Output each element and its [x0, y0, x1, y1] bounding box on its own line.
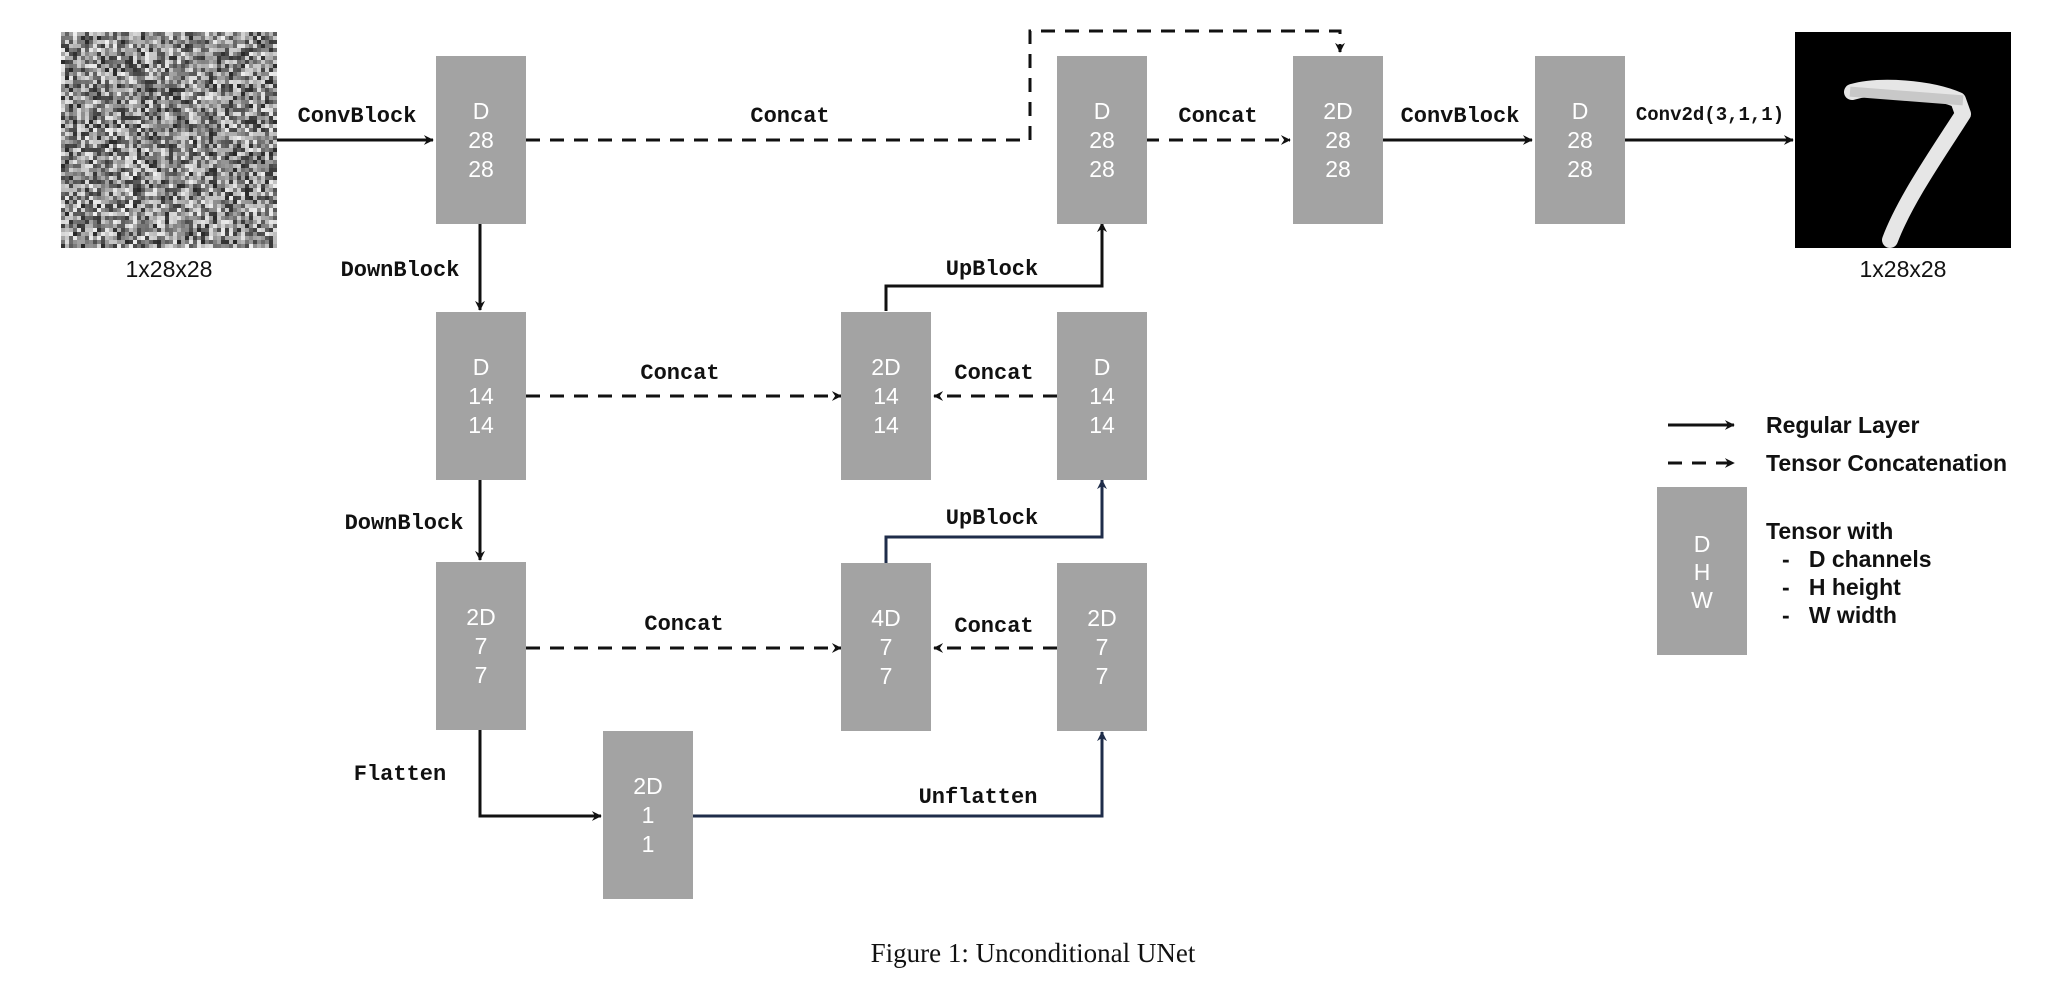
svg-text:4D: 4D	[871, 605, 900, 631]
tensor-enc2: D 14 14	[436, 312, 526, 480]
tensor-up1-concat: 4D 7 7	[841, 563, 931, 731]
upblock1-arrow	[884, 479, 1107, 563]
upblock2-label: UpBlock	[946, 257, 1038, 282]
skip-concat-top-arrow	[526, 29, 1345, 142]
svg-text:7: 7	[1096, 634, 1109, 660]
legend-regular-label: Regular Layer	[1766, 412, 1919, 438]
svg-text:14: 14	[468, 383, 494, 409]
tensor-enc3: 2D 7 7	[436, 562, 526, 730]
svg-text:28: 28	[1325, 156, 1351, 182]
svg-text:7: 7	[1096, 663, 1109, 689]
input-noise-image	[61, 32, 277, 248]
svg-text:D: D	[473, 98, 490, 124]
svg-text:14: 14	[1089, 383, 1115, 409]
output-digit-image	[1795, 32, 2011, 248]
tensor-out-concat: 2D 28 28	[1293, 56, 1383, 224]
downblock2-label: DownBlock	[345, 511, 464, 536]
svg-text:28: 28	[1089, 156, 1115, 182]
convblock-out-label: ConvBlock	[1401, 104, 1520, 129]
svg-text:D: D	[1094, 98, 1111, 124]
svg-text:1: 1	[642, 802, 655, 828]
svg-text:2D: 2D	[1323, 98, 1352, 124]
unflatten-arrow	[693, 731, 1107, 818]
legend: Regular Layer Tensor Concatenation D H W…	[1657, 412, 2007, 655]
svg-text:D: D	[473, 354, 490, 380]
concat-low-left-label: Concat	[644, 612, 723, 637]
tensor-up2-concat: 2D 14 14	[841, 312, 931, 480]
convblock-in-label: ConvBlock	[298, 104, 417, 129]
unflatten-label: Unflatten	[919, 785, 1038, 810]
svg-text:H: H	[1694, 559, 1711, 585]
legend-concat-label: Tensor Concatenation	[1766, 450, 2007, 476]
tensor-up2: D 28 28	[1057, 56, 1147, 224]
svg-text:2D: 2D	[466, 604, 495, 630]
svg-text:14: 14	[468, 412, 494, 438]
svg-text:14: 14	[1089, 412, 1115, 438]
tensor-out-conv: D 28 28	[1535, 56, 1625, 224]
svg-text:2D: 2D	[633, 773, 662, 799]
upblock2-arrow	[884, 222, 1107, 311]
tensor-enc1: D 28 28	[436, 56, 526, 224]
input-caption: 1x28x28	[126, 256, 213, 282]
flatten-arrow	[478, 730, 602, 821]
concat-low-right-label: Concat	[954, 614, 1033, 639]
concat-mid-right-label: Concat	[954, 361, 1033, 386]
svg-text:D: D	[1094, 354, 1111, 380]
svg-text:7: 7	[880, 634, 893, 660]
svg-text:1: 1	[642, 831, 655, 857]
svg-text:2D: 2D	[871, 354, 900, 380]
svg-text:D: D	[1572, 98, 1589, 124]
svg-text:W: W	[1691, 587, 1713, 613]
svg-text:2D: 2D	[1087, 605, 1116, 631]
tensor-unflatten: 2D 7 7	[1057, 563, 1147, 731]
legend-tensor-glyph	[1657, 487, 1747, 655]
upblock1-label: UpBlock	[946, 506, 1038, 531]
svg-text:7: 7	[880, 663, 893, 689]
svg-text:D: D	[1694, 531, 1711, 557]
figure-caption: Figure 1: Unconditional UNet	[871, 938, 1196, 968]
svg-text:7: 7	[475, 662, 488, 688]
svg-text:28: 28	[468, 127, 494, 153]
svg-text:7: 7	[475, 633, 488, 659]
tensor-bottleneck: 2D 1 1	[603, 731, 693, 899]
svg-text:28: 28	[1567, 127, 1593, 153]
svg-text:28: 28	[1089, 127, 1115, 153]
output-caption: 1x28x28	[1860, 256, 1947, 282]
legend-item-width: - W width	[1782, 602, 1897, 628]
concat-top-label: Concat	[750, 104, 829, 129]
concat-top2-label: Concat	[1178, 104, 1257, 129]
conv2d-label: Conv2d(3,1,1)	[1636, 104, 1784, 126]
tensor-up1: D 14 14	[1057, 312, 1147, 480]
svg-text:14: 14	[873, 383, 899, 409]
flatten-label: Flatten	[354, 762, 446, 787]
legend-tensor-title: Tensor with	[1766, 518, 1893, 544]
svg-text:28: 28	[468, 156, 494, 182]
downblock1-label: DownBlock	[341, 258, 460, 283]
concat-mid-left-label: Concat	[640, 361, 719, 386]
svg-text:14: 14	[873, 412, 899, 438]
legend-item-channels: - D channels	[1782, 546, 1932, 572]
svg-text:28: 28	[1567, 156, 1593, 182]
svg-text:28: 28	[1325, 127, 1351, 153]
legend-item-height: - H height	[1782, 574, 1901, 600]
